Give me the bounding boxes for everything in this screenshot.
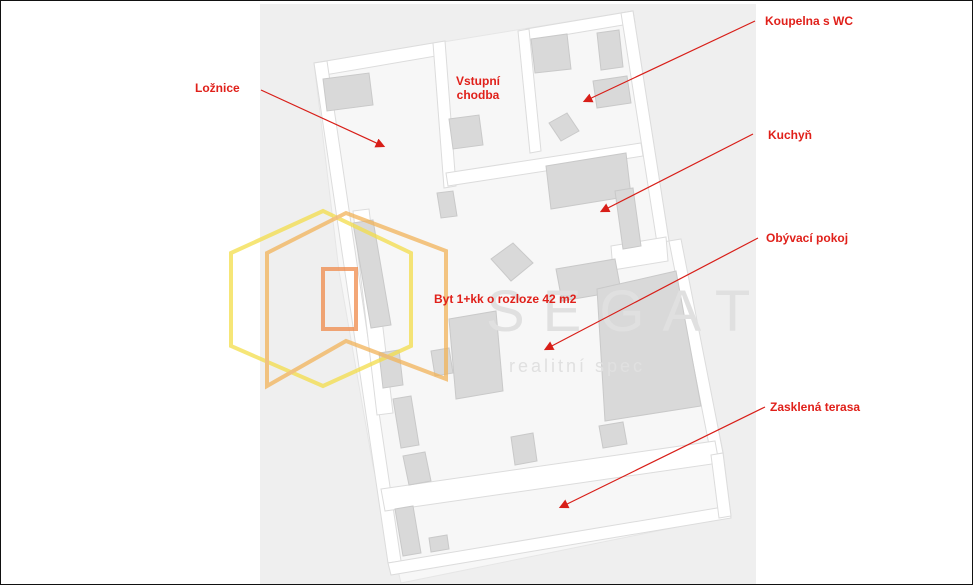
washbasin bbox=[592, 75, 632, 109]
watermark-logo bbox=[229, 208, 448, 390]
pouf bbox=[510, 432, 538, 466]
bathroom-cabinet bbox=[596, 29, 624, 71]
arrow-obyvaci-pokoj bbox=[543, 237, 759, 351]
armchair bbox=[430, 347, 454, 377]
sofa bbox=[448, 310, 504, 400]
watermark-subtext: realitní spec bbox=[509, 356, 645, 376]
shower bbox=[530, 33, 572, 74]
cabinet-low bbox=[392, 395, 420, 449]
plant-box bbox=[402, 451, 432, 486]
arrow-koupelna bbox=[582, 20, 756, 103]
toilet bbox=[548, 112, 580, 142]
label-koupelna: Koupelna s WC bbox=[765, 14, 854, 28]
terrace-stool bbox=[428, 534, 450, 553]
label-zasklena-terasa: Zasklená terasa bbox=[770, 400, 861, 414]
arrow-zasklena-terasa bbox=[558, 406, 766, 509]
label-loznice: Ložnice bbox=[195, 81, 240, 95]
watermark-text: SEGAT bbox=[486, 279, 768, 344]
terrace-chair bbox=[394, 505, 422, 557]
small-cabinet bbox=[436, 190, 458, 219]
furniture bbox=[322, 29, 702, 557]
kitchen-unit bbox=[614, 187, 642, 250]
bed-nightstand bbox=[322, 72, 374, 112]
arrow-loznice bbox=[260, 89, 386, 148]
arrow-kuchyn bbox=[599, 133, 754, 213]
plan-title: Byt 1+kk o rozloze 42 m2 bbox=[434, 292, 577, 306]
hall-cabinet bbox=[448, 114, 484, 150]
label-kuchyn: Kuchyň bbox=[768, 128, 813, 142]
side-table bbox=[598, 421, 628, 449]
label-obyvaci-pokoj: Obývací pokoj bbox=[766, 231, 849, 245]
callout-arrows bbox=[260, 20, 766, 509]
label-vstupni-chodba: Vstupní chodba bbox=[456, 74, 500, 102]
table bbox=[490, 242, 534, 282]
